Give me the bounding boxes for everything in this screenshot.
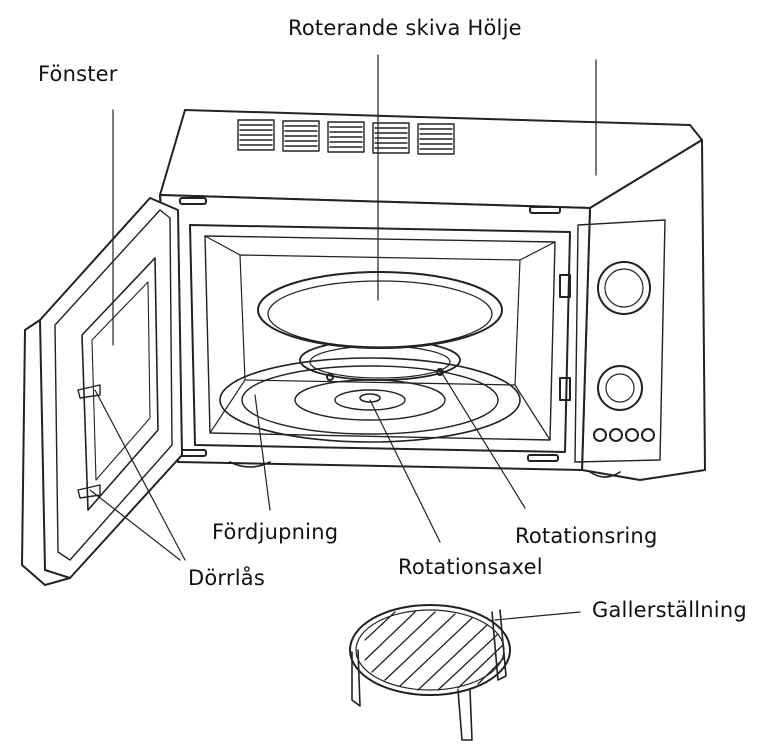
- label-door-lock: Dörrlås: [188, 566, 265, 590]
- leader-lines: [89, 54, 597, 621]
- vent-grilles: [237, 119, 455, 155]
- label-roller-ring: Rotationsring: [515, 524, 658, 548]
- grill-rack: [349, 604, 511, 741]
- turntable-assembly: [219, 271, 521, 443]
- label-casing: Hölje: [467, 16, 522, 40]
- label-turntable-casing: Roterande skiva Hölje: [288, 16, 522, 40]
- door: [21, 197, 183, 586]
- label-grill-rack: Gallerställning: [592, 598, 747, 622]
- label-shaft: Rotationsaxel: [398, 555, 543, 579]
- casing-feet: [229, 461, 621, 478]
- label-window: Fönster: [38, 62, 118, 86]
- control-panel: [574, 219, 666, 463]
- label-recess: Fördjupning: [212, 520, 339, 544]
- label-turntable: Roterande skiva: [288, 16, 461, 40]
